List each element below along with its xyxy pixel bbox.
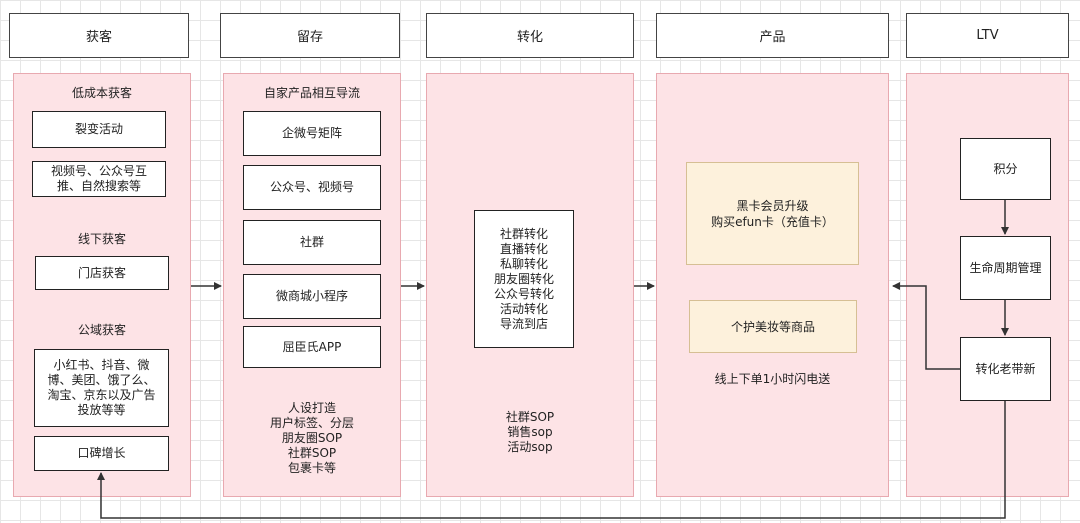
membership-node: 黑卡会员升级 购买efun卡（充值卡） <box>686 162 859 265</box>
store-acquire-node: 门店获客 <box>35 256 169 290</box>
header-acquire: 获客 <box>9 13 189 58</box>
video-channels-node: 视频号、公众号互 推、自然搜索等 <box>32 161 166 197</box>
points-node: 积分 <box>960 138 1051 200</box>
miniprogram-node: 微商城小程序 <box>243 274 381 319</box>
arrow-referral-loop-to-word-of-mouth <box>97 401 1006 519</box>
lifecycle-node: 生命周期管理 <box>960 236 1051 300</box>
watsons-app-node: 屈臣氏APP <box>243 326 381 368</box>
header-ltv: LTV <box>906 13 1069 58</box>
arrow-ltv-to-product <box>892 282 960 370</box>
wecom-matrix-node: 企微号矩阵 <box>243 111 381 156</box>
retain-title: 自家产品相互导流 <box>263 86 360 100</box>
referral-node: 转化老带新 <box>960 337 1051 401</box>
header-product: 产品 <box>656 13 889 58</box>
low-cost-acquire-title: 低成本获客 <box>71 86 132 100</box>
delivery-note: 线上下单1小时闪电送 <box>714 372 831 386</box>
public-platforms-node: 小红书、抖音、微 博、美团、饿了么、 淘宝、京东以及广告 投放等等 <box>34 349 169 427</box>
community-node: 社群 <box>243 220 381 265</box>
public-acquire-title: 公域获客 <box>77 323 126 337</box>
header-convert: 转化 <box>426 13 634 58</box>
goods-node: 个护美妆等商品 <box>689 300 857 353</box>
word-of-mouth-node: 口碑增长 <box>34 436 169 471</box>
conversion-methods-node: 社群转化 直播转化 私聊转化 朋友圈转化 公众号转化 活动转化 导流到店 <box>474 210 574 348</box>
column-product <box>656 73 889 497</box>
fission-activity-node: 裂变活动 <box>32 111 166 148</box>
retain-notes: 人设打造 用户标签、分层 朋友圈SOP 社群SOP 包裹卡等 <box>269 401 354 475</box>
offline-acquire-title: 线下获客 <box>77 232 126 246</box>
conversion-sop-notes: 社群SOP 销售sop 活动sop <box>505 410 555 454</box>
header-retain: 留存 <box>220 13 400 58</box>
official-account-node: 公众号、视频号 <box>243 165 381 210</box>
